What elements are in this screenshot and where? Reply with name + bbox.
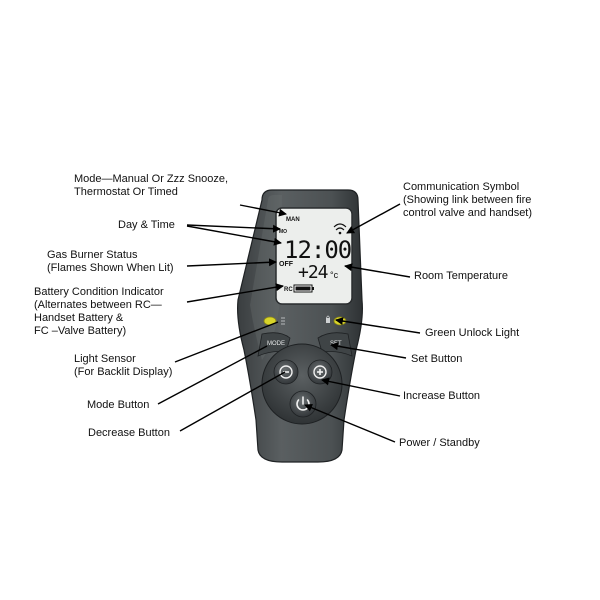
callout-green-unlock-line1: Green Unlock Light [425, 327, 520, 339]
callout-increase-button-line1: Increase Button [403, 390, 481, 402]
callout-light-sensor-line1: Light Sensor [74, 353, 136, 365]
leader-room-temp [344, 263, 411, 278]
callout-battery-line1: Battery Condition Indicator [34, 286, 164, 298]
leader-power [304, 403, 396, 443]
callout-mode: Mode—Manual Or Zzz Snooze, Thermostat Or… [74, 173, 228, 199]
callout-green-unlock: Green Unlock Light [425, 327, 519, 340]
callout-mode-button: Mode Button [87, 399, 149, 412]
power-icon [296, 399, 310, 411]
callout-battery-line4: FC –Valve Battery) [34, 325, 127, 337]
callout-light-sensor: Light Sensor (For Backlit Display) [74, 353, 172, 379]
leader-decrease-button [179, 371, 286, 432]
callout-battery-line3: Handset Battery & [34, 312, 124, 324]
light-sensor-icon [281, 317, 285, 325]
callout-mode-button-line1: Mode Button [87, 399, 150, 411]
lcd-day-text: MO [279, 229, 287, 235]
callout-increase-button: Increase Button [403, 390, 480, 403]
callout-communication: Communication Symbol (Showing link betwe… [403, 181, 532, 220]
mode-button-label: MODE [267, 341, 285, 347]
callout-power-line1: Power / Standby [399, 437, 480, 449]
callout-day-time-line1: Day & Time [118, 219, 175, 231]
leader-light-sensor [174, 321, 279, 363]
callout-gas-burner: Gas Burner Status (Flames Shown When Lit… [47, 249, 174, 275]
callout-mode-line2: Thermostat Or Timed [74, 186, 178, 198]
callout-power: Power / Standby [399, 437, 480, 450]
lcd-burner-status: OFF [279, 261, 294, 268]
leader-lines [157, 203, 421, 443]
leader-mode-button [157, 345, 268, 405]
leader-battery [186, 283, 284, 303]
callout-decrease-button: Decrease Button [88, 427, 170, 440]
leader-day [186, 224, 281, 233]
lcd-time-text: 12:00 [284, 236, 351, 264]
callout-communication-line2: (Showing link between fire [403, 194, 532, 206]
callout-light-sensor-line2: (For Backlit Display) [74, 366, 173, 378]
callout-room-temp-line1: Room Temperature [414, 270, 508, 282]
leader-unlock [335, 317, 421, 334]
callout-decrease-button-line1: Decrease Button [88, 427, 170, 439]
callout-gas-burner-line1: Gas Burner Status [47, 249, 138, 261]
callout-gas-burner-line2: (Flames Shown When Lit) [47, 262, 174, 274]
lcd-temperature: +24 [298, 262, 328, 283]
leader-increase [321, 377, 401, 397]
leader-burner [186, 258, 277, 267]
callout-communication-line3: control valve and handset) [403, 207, 533, 219]
callout-set-button: Set Button [411, 353, 462, 366]
lcd-battery-icon [293, 284, 314, 293]
lcd-mode-text: MAN [286, 217, 300, 223]
lcd-battery-prefix: RC [284, 287, 293, 293]
callout-battery-line2: (Alternates between RC— [34, 299, 162, 311]
leader-communication [346, 203, 401, 234]
leader-set [330, 342, 407, 359]
callout-set-button-line1: Set Button [411, 353, 463, 365]
leader-mode [239, 204, 287, 217]
decrease-icon [279, 365, 293, 379]
callout-communication-line1: Communication Symbol [403, 181, 520, 193]
callout-day-time: Day & Time [118, 219, 175, 232]
lock-icon [326, 315, 330, 323]
callout-room-temp: Room Temperature [414, 270, 508, 283]
increase-icon [313, 365, 327, 379]
lcd-screen [275, 207, 353, 305]
leader-time [186, 225, 282, 246]
callout-mode-line1: Mode—Manual Or Zzz Snooze, [74, 173, 229, 185]
callout-battery: Battery Condition Indicator (Alternates … [34, 286, 164, 338]
communication-signal-icon [333, 223, 347, 235]
lcd-temperature-unit: °c [330, 270, 339, 280]
